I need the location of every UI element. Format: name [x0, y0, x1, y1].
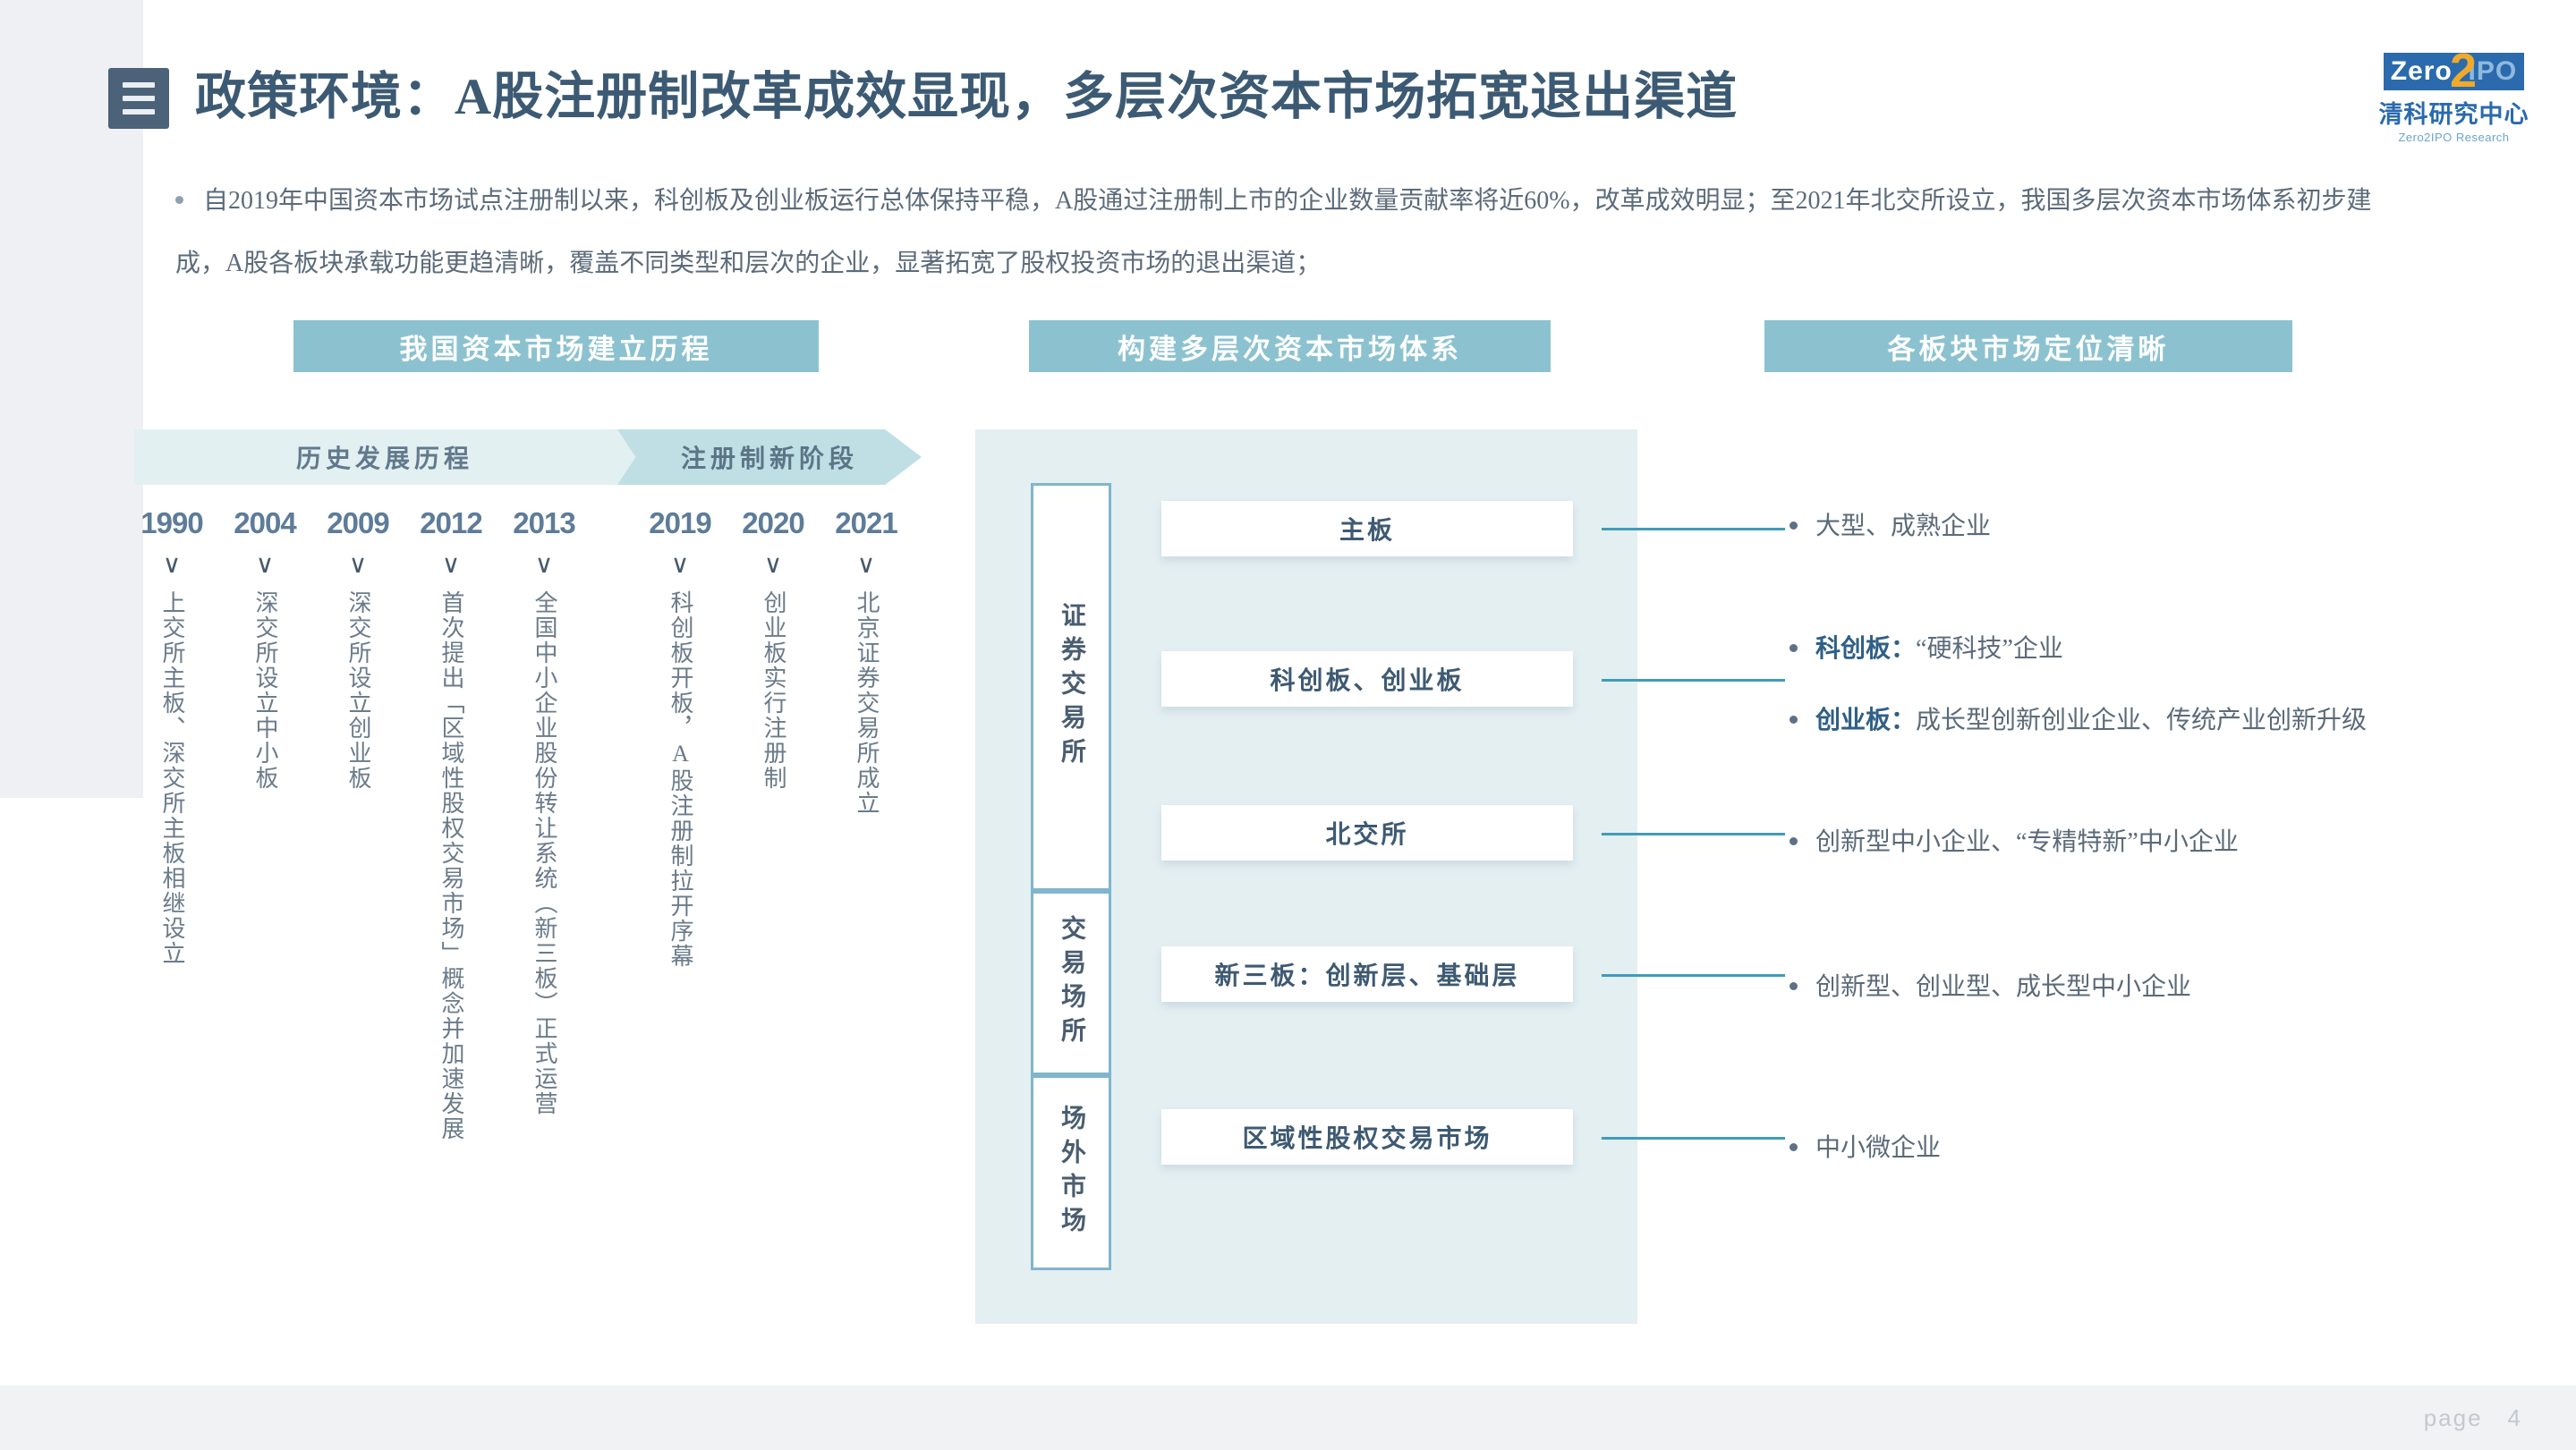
left-decorative-band	[0, 0, 143, 798]
chevron-down-icon: ∨	[441, 550, 461, 578]
timeline-event-2012: 2012 ∨ 首次提出「区域性股权交易市场」概念并加速发展	[404, 506, 497, 1324]
logo-digit-two: 2	[2450, 44, 2478, 98]
chevron-down-icon: ∨	[162, 550, 182, 578]
chevron-down-icon: ∨	[255, 550, 275, 578]
market-block-neeq: 新三板：创新层、基础层	[1161, 946, 1573, 1002]
timeline-event-text: 创业板实行注册制	[761, 590, 786, 791]
timeline-columns: 1990 ∨ 上交所主板、深交所主板相继设立 2004 ∨ 深交所设立中小板 2…	[125, 506, 957, 1329]
bullet-dot-icon	[1790, 521, 1798, 530]
timeline-event-text: 科创板开板，A股注册制拉开序幕	[667, 590, 693, 969]
market-block-regional: 区域性股权交易市场	[1161, 1109, 1573, 1165]
page-title: 政策环境：A股注册制改革成效显现，多层次资本市场拓宽退出渠道	[195, 69, 1739, 125]
hamburger-menu-icon[interactable]	[108, 68, 169, 129]
positioning-lead: 创业板：	[1815, 707, 1917, 734]
connector-line-2	[1602, 679, 1785, 682]
timeline-event-2020: 2020 ∨ 创业板实行注册制	[727, 506, 820, 1324]
section-header-positioning: 各板块市场定位清晰	[1764, 320, 2292, 372]
positioning-item-5: 创新型、创业型、成长型中小企业	[1790, 964, 2434, 1011]
intro-text: 自2019年中国资本市场试点注册制以来，科创板及创业板运行总体保持平稳，A股通过…	[175, 187, 2372, 277]
timeline-year: 2013	[513, 506, 575, 539]
timeline-event-1990: 1990 ∨ 上交所主板、深交所主板相继设立	[125, 506, 218, 1324]
chevron-down-icon: ∨	[763, 550, 783, 578]
section-header-timeline: 我国资本市场建立历程	[293, 320, 819, 372]
timeline-year: 2019	[649, 506, 711, 539]
logo-wordmark: Zero_IPO 2	[2353, 47, 2555, 95]
positioning-text: “硬科技”企业	[1916, 635, 2063, 663]
bullet-dot-icon	[1790, 836, 1798, 845]
timeline-year: 2021	[835, 506, 897, 539]
intro-paragraph: 自2019年中国资本市场试点注册制以来，科创板及创业板运行总体保持平稳，A股通过…	[175, 170, 2403, 295]
market-block-main-board: 主板	[1161, 501, 1573, 556]
timeline-event-2013: 2013 ∨ 全国中小企业股份转让系统（新三板）正式运营	[497, 506, 591, 1324]
timeline-phase-historic: 历史发展历程	[134, 429, 635, 485]
chevron-down-icon: ∨	[348, 550, 368, 578]
timeline-phase-registration: 注册制新阶段	[617, 429, 922, 485]
chevron-down-icon: ∨	[534, 550, 554, 578]
logo-english-name: Zero2IPO Research	[2398, 131, 2510, 144]
chevron-down-icon: ∨	[856, 550, 876, 578]
connector-line-1	[1602, 528, 1785, 530]
timeline-event-text: 北京证券交易所成立	[854, 590, 880, 816]
connector-line-5	[1602, 1137, 1785, 1140]
positioning-item-1: 大型、成熟企业	[1790, 504, 2434, 550]
menu-bar-1	[123, 82, 155, 88]
connector-line-4	[1602, 974, 1785, 977]
positioning-item-6: 中小微企业	[1790, 1125, 2434, 1172]
positioning-text: 创新型中小企业、“专精特新”中小企业	[1815, 828, 2239, 856]
positioning-lead: 科创板：	[1815, 635, 1917, 663]
menu-bar-3	[123, 109, 155, 114]
category-label: 场外市场	[1058, 1105, 1085, 1241]
bullet-dot-icon	[1790, 1142, 1798, 1151]
bullet-dot-icon	[175, 196, 183, 205]
timeline-event-text: 深交所设立中小板	[252, 590, 278, 791]
market-block-bse: 北交所	[1161, 805, 1573, 861]
timeline-year: 2004	[234, 506, 296, 539]
timeline-event-text: 深交所设立创业板	[345, 590, 371, 791]
positioning-text: 创新型、创业型、成长型中小企业	[1815, 973, 2192, 1001]
timeline-event-text: 首次提出「区域性股权交易市场」概念并加速发展	[438, 590, 464, 1141]
category-label: 证券交易所	[1058, 602, 1085, 772]
timeline-phase-band: 历史发展历程 注册制新阶段	[134, 429, 939, 485]
positioning-item-4: 创新型中小企业、“专精特新”中小企业	[1790, 819, 2434, 866]
timeline-event-2021: 2021 ∨ 北京证券交易所成立	[820, 506, 913, 1324]
positioning-text: 大型、成熟企业	[1815, 513, 1992, 540]
timeline-year: 2012	[420, 506, 482, 539]
timeline-year: 1990	[140, 506, 203, 539]
positioning-text: 成长型创新创业企业、传统产业创新升级	[1916, 707, 2368, 734]
category-label: 交易场所	[1058, 915, 1085, 1051]
timeline-year: 2009	[327, 506, 389, 539]
timeline-year: 2020	[742, 506, 804, 539]
page-number-value: 4	[2507, 1404, 2522, 1431]
timeline-event-2009: 2009 ∨ 深交所设立创业板	[311, 506, 404, 1324]
category-trading-venue: 交易场所	[1031, 891, 1111, 1075]
connector-line-3	[1602, 833, 1785, 835]
logo-word-zero: Zero_IPO	[2383, 53, 2525, 90]
page-number: page 4	[2424, 1404, 2522, 1432]
category-securities-exchange: 证券交易所	[1031, 483, 1111, 891]
logo-chinese-name: 清科研究中心	[2378, 101, 2529, 128]
chevron-down-icon: ∨	[670, 550, 690, 578]
bullet-dot-icon	[1790, 643, 1798, 652]
zero2ipo-logo: Zero_IPO 2 清科研究中心 Zero2IPO Research	[2353, 47, 2555, 144]
category-otc-market: 场外市场	[1031, 1075, 1111, 1270]
footer-band	[0, 1386, 2576, 1450]
bullet-dot-icon	[1790, 981, 1798, 990]
market-block-star-chinext: 科创板、创业板	[1161, 651, 1573, 707]
timeline-event-2004: 2004 ∨ 深交所设立中小板	[218, 506, 311, 1324]
timeline-event-text: 上交所主板、深交所主板相继设立	[159, 590, 185, 966]
positioning-item-2: 科创板：“硬科技”企业	[1790, 626, 2434, 673]
positioning-item-3: 创业板：成长型创新创业企业、传统产业创新升级	[1790, 698, 2434, 744]
section-header-market-system: 构建多层次资本市场体系	[1029, 320, 1551, 372]
positioning-text: 中小微企业	[1815, 1134, 1942, 1162]
page-label: page	[2423, 1404, 2483, 1431]
menu-bar-2	[123, 96, 155, 101]
timeline-event-text: 全国中小企业股份转让系统（新三板）正式运营	[531, 590, 557, 1116]
timeline-event-2019: 2019 ∨ 科创板开板，A股注册制拉开序幕	[633, 506, 727, 1324]
bullet-dot-icon	[1790, 715, 1798, 724]
